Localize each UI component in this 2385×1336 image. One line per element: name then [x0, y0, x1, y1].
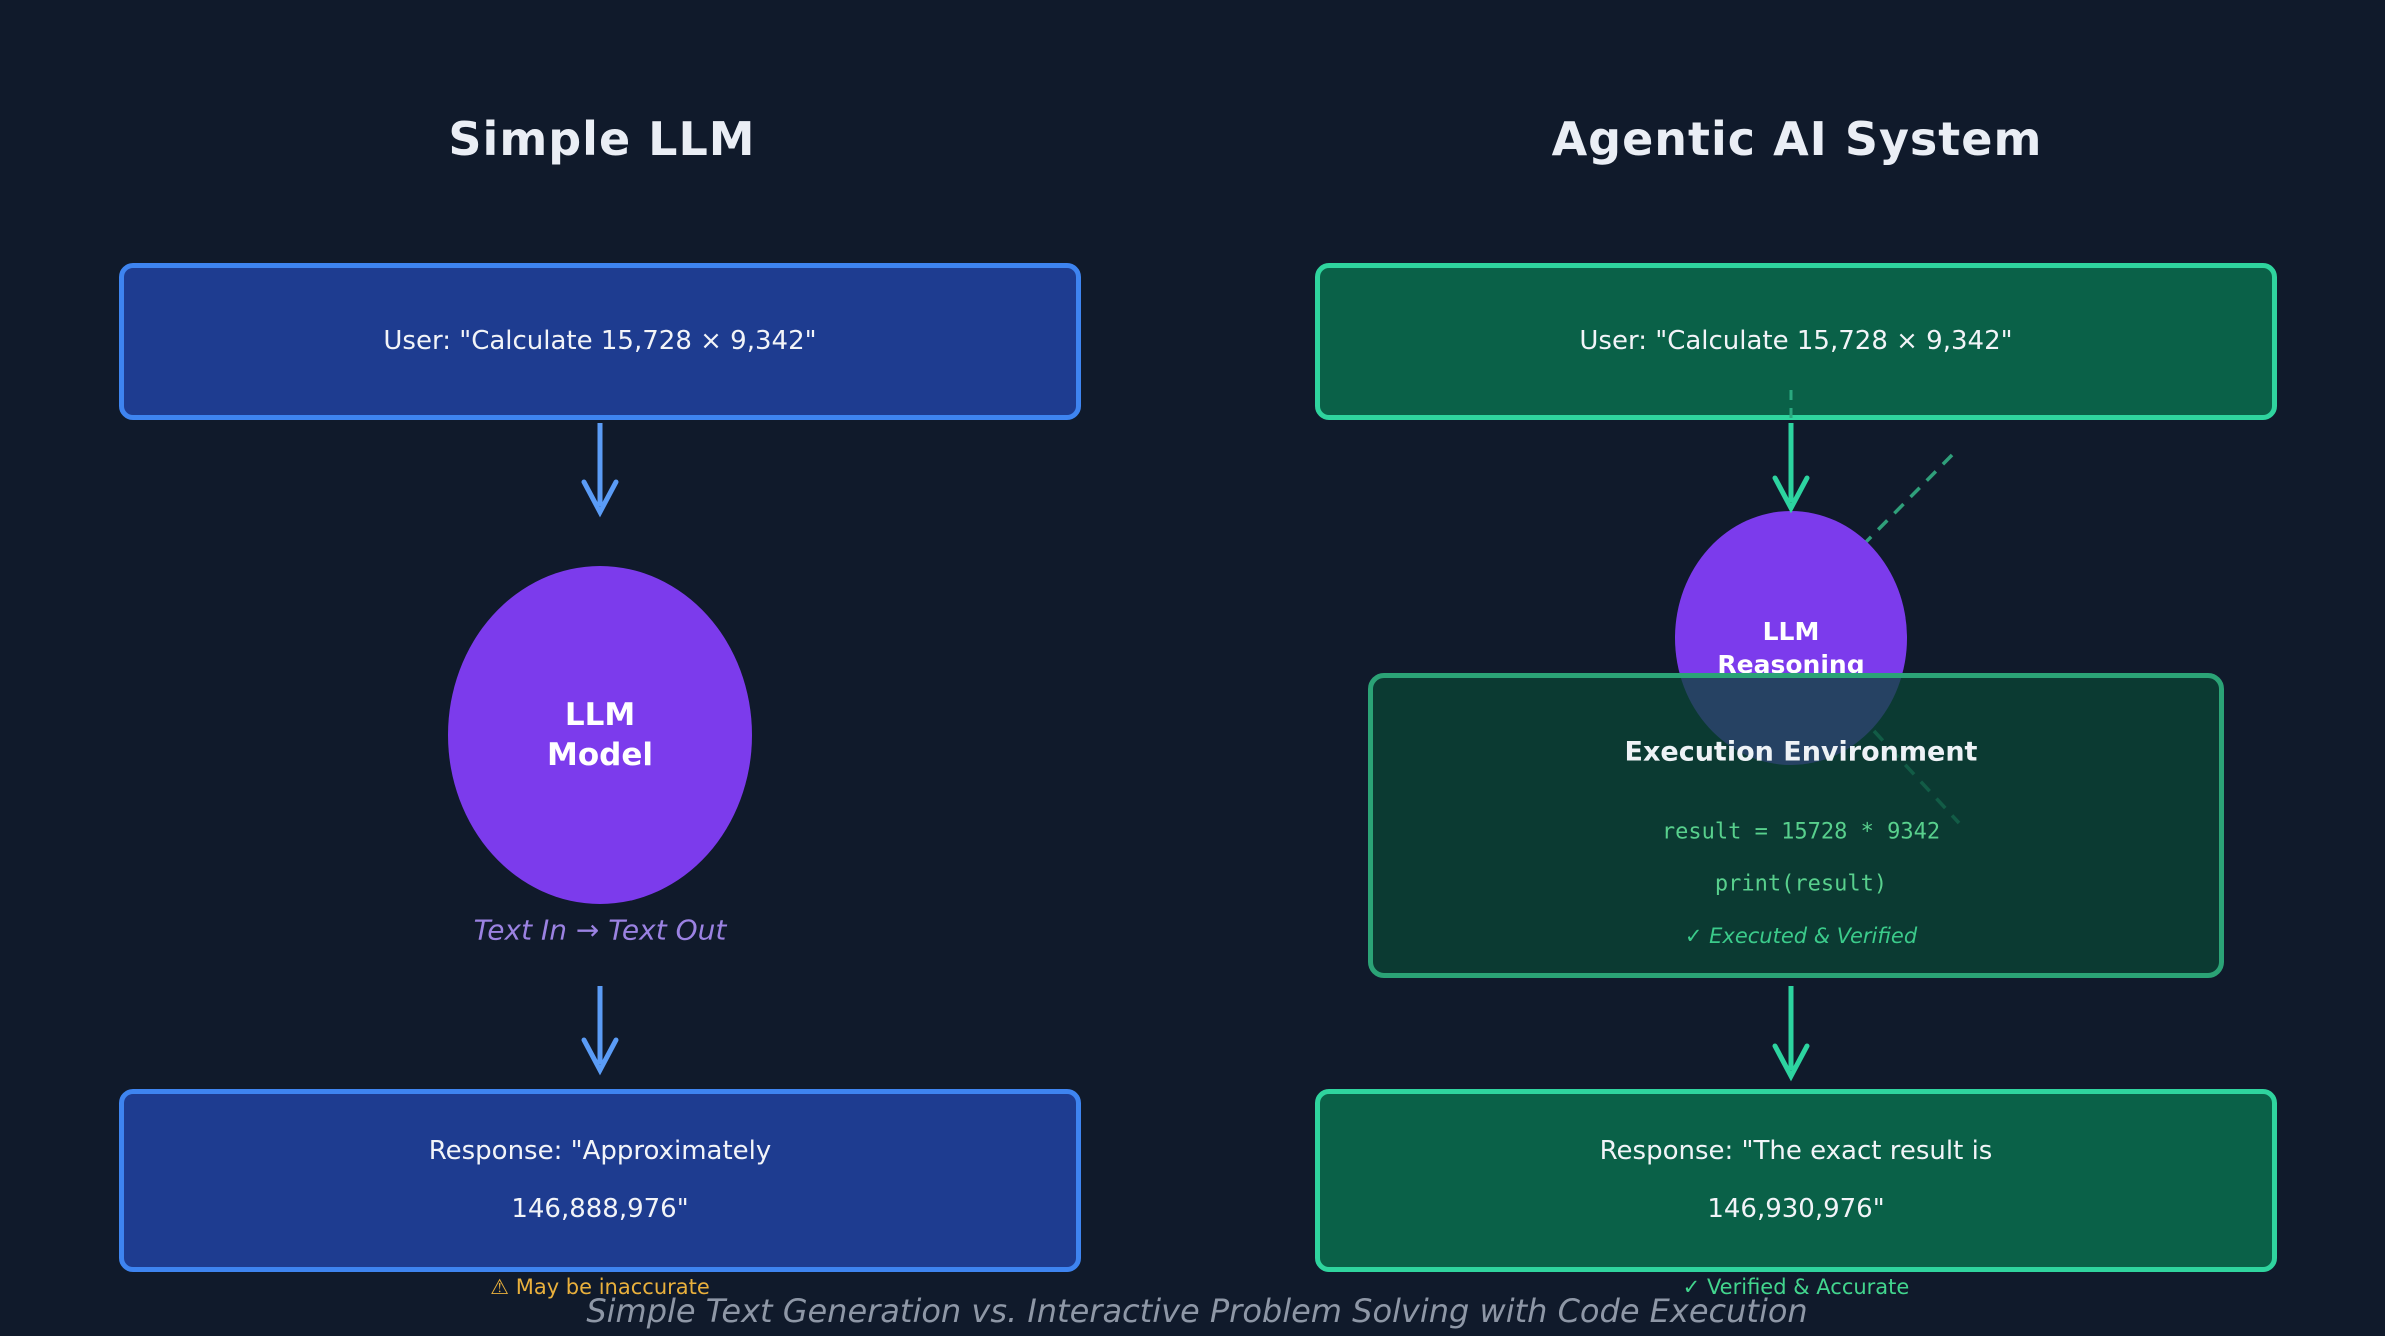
right-response-box: Response: "The exact result is 146,930,9…	[1315, 1089, 2277, 1272]
llm-model-node: LLM Model	[448, 566, 752, 904]
llm-model-node-line2: Model	[547, 737, 653, 773]
execution-environment-title: Execution Environment	[1624, 736, 1978, 768]
right-user-message: User: "Calculate 15,728 × 9,342"	[1579, 325, 2013, 356]
left-response-line1: Response: "Approximately	[428, 1136, 772, 1167]
right-user-message-box: User: "Calculate 15,728 × 9,342"	[1315, 263, 2277, 420]
dashed-link-upper	[1860, 449, 1958, 548]
left-user-message-box: User: "Calculate 15,728 × 9,342"	[119, 263, 1081, 420]
execution-status: ✓ Executed & Verified	[1684, 924, 1918, 948]
execution-environment-box: Execution Environment result = 15728 * 9…	[1368, 673, 2224, 978]
llm-reasoning-node-label: LLM Reasoning	[1717, 616, 1864, 681]
llm-reasoning-node-line1: LLM	[1762, 617, 1820, 646]
right-arrowhead-2-icon	[1772, 1043, 1810, 1082]
left-arrowhead-1-icon	[581, 479, 619, 518]
text-in-out-label: Text In → Text Out	[473, 913, 727, 947]
right-response-line2: 146,930,976"	[1707, 1193, 1885, 1224]
left-panel-title: Simple LLM	[448, 112, 756, 166]
left-user-message: User: "Calculate 15,728 × 9,342"	[383, 325, 817, 356]
llm-model-node-label: LLM Model	[547, 695, 653, 776]
left-response-box: Response: "Approximately 146,888,976"	[119, 1089, 1081, 1272]
inaccurate-warning-note: ⚠ May be inaccurate	[490, 1275, 710, 1299]
code-line-1: result = 15728 * 9342	[1661, 819, 1941, 845]
diagram-caption: Simple Text Generation vs. Interactive P…	[586, 1292, 1808, 1330]
right-arrowhead-1-icon	[1772, 475, 1810, 514]
right-panel-title: Agentic AI System	[1551, 112, 2043, 166]
llm-model-node-line1: LLM	[564, 696, 636, 733]
left-arrowhead-2-icon	[581, 1037, 619, 1076]
left-response-line2: 146,888,976"	[511, 1193, 689, 1224]
right-response-line1: Response: "The exact result is	[1599, 1136, 1993, 1167]
verified-accurate-note: ✓ Verified & Accurate	[1682, 1275, 1910, 1299]
code-line-2: print(result)	[1714, 871, 1888, 897]
